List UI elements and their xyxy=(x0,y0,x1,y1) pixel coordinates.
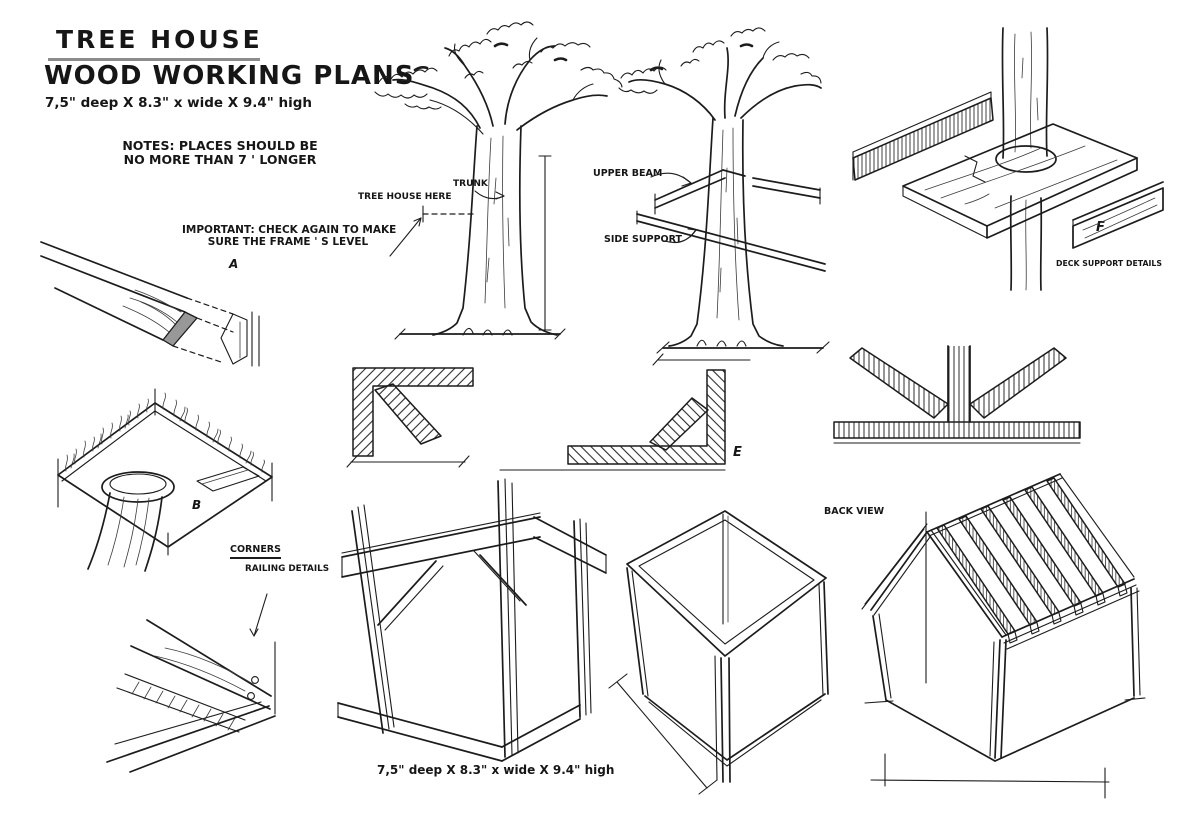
corner-detail-left-drawing xyxy=(346,367,474,468)
notes-line1: NOTES: PLACES SHOULD BE xyxy=(122,138,318,153)
dimensions-text: 7,5" deep X 8.3" x wide X 9.4" high xyxy=(45,95,313,111)
title-underline xyxy=(48,58,260,61)
deck-hole-detail-drawing xyxy=(57,388,273,572)
notes-text: NOTES: PLACES SHOULD BE NO MORE THAN 7 '… xyxy=(115,138,325,168)
important-line1: IMPORTANT: CHECK AGAIN TO MAKE xyxy=(182,224,397,236)
page-title: TREE HOUSE xyxy=(56,25,263,54)
label-tree-house-here: TREE HOUSE HERE xyxy=(358,192,452,202)
post-joint-detail-drawing xyxy=(833,345,1081,444)
marker-b: B xyxy=(192,498,202,512)
label-side-support: SIDE SUPPORT xyxy=(604,234,682,245)
cube-frame-drawing xyxy=(608,510,829,795)
footer-dimensions-text: 7,5" deep X 8.3" x wide X 9.4" high xyxy=(377,763,615,777)
marker-a: A xyxy=(229,257,239,271)
beam-end-detail-drawing xyxy=(40,241,260,367)
corner-detail-right-drawing xyxy=(499,353,751,471)
important-line2: SURE THE FRAME ' S LEVEL xyxy=(207,236,369,249)
label-deck-support-details: DECK SUPPORT DETAILS xyxy=(1056,259,1162,268)
label-corners: CORNERS xyxy=(230,544,281,559)
page-subtitle: WOOD WORKING PLANS xyxy=(44,61,415,91)
notes-line2: NO MORE THAN 7 ' LONGER xyxy=(123,152,317,168)
house-back-view-drawing xyxy=(861,473,1146,799)
deck-support-detail-drawing xyxy=(852,27,1164,291)
tree-platform-drawing xyxy=(618,27,830,354)
marker-e: E xyxy=(733,445,742,460)
label-back-view: BACK VIEW xyxy=(824,506,885,517)
marker-f: F xyxy=(1096,220,1105,235)
label-upper-beam: UPPER BEAM xyxy=(593,168,663,179)
label-railing-details: RAILING DETAILS xyxy=(245,564,330,574)
label-trunk: TRUNK xyxy=(453,179,488,189)
railing-corner-detail-drawing xyxy=(106,593,276,773)
important-note: IMPORTANT: CHECK AGAIN TO MAKE SURE THE … xyxy=(182,224,397,249)
big-tree-drawing xyxy=(374,21,623,340)
pergola-frame-drawing xyxy=(337,478,607,762)
